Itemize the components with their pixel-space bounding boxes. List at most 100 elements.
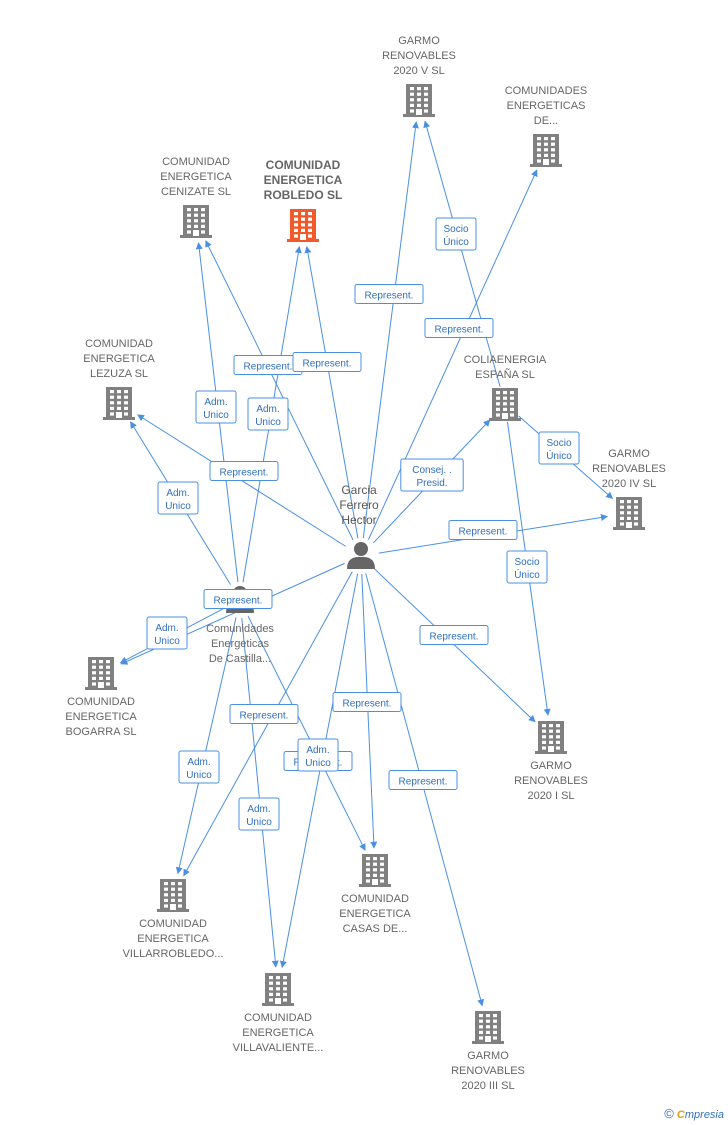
node-label: ENERGETICA <box>264 173 343 187</box>
edge-label-text: Represent. <box>240 711 289 722</box>
node-label: Comunidades <box>206 623 274 635</box>
edge-label-garcia-garmo3[interactable]: Represent. <box>388 770 458 790</box>
edge-label-text: Presid. <box>416 478 447 489</box>
node-villavaliente[interactable]: COMUNIDADENERGETICAVILLAVALIENTE... <box>233 973 324 1054</box>
edge-label-text: Represent. <box>343 699 392 710</box>
edge-label-text: Adm. <box>166 488 189 499</box>
edge-label-garcia-villarrobledo[interactable]: Represent. <box>229 704 299 724</box>
edge-castilla-villarrobledo <box>175 617 237 875</box>
node-label: ENERGETICAS <box>507 100 586 112</box>
node-comdem[interactable]: COMUNIDADES ENERGETICAS DE... <box>505 85 588 167</box>
person-name: Ferrero <box>339 498 379 512</box>
edge-label-text: Socio <box>443 224 468 235</box>
edge-label-garcia-robledo[interactable]: Represent. <box>292 352 362 372</box>
node-label: COMUNIDADES <box>505 85 588 97</box>
edge-label-garcia-coliaenergia[interactable]: Consej. . Presid. <box>400 458 464 492</box>
node-label: GARMO <box>530 760 572 772</box>
node-label: 2020 V SL <box>393 65 444 77</box>
edge-label-text: Represent. <box>303 359 352 370</box>
node-label: RENOVABLES <box>514 775 588 787</box>
edge-label-garcia-garmo1[interactable]: Represent. <box>419 625 489 645</box>
edge-label-text: Represent. <box>435 325 484 336</box>
building-icon <box>359 854 391 887</box>
edge-label-text: Unico <box>203 410 229 421</box>
edge-garcia-garmo5 <box>362 121 419 539</box>
edge-labels-layer: Represent. Represent. Represent. Represent.… <box>146 217 580 831</box>
node-label: LEZUZA SL <box>90 368 148 380</box>
node-label: CASAS DE... <box>343 923 408 935</box>
node-coliaenergia[interactable]: COLIAENERGIA ESPAÑA SL <box>464 354 547 421</box>
edge-garcia-robledo <box>304 245 359 539</box>
edge-label-garcia-garmo5[interactable]: Represent. <box>354 284 424 304</box>
edge-label-text: Consej. . <box>412 465 451 476</box>
edge-label-garcia-casas[interactable]: Represent. <box>332 692 402 712</box>
building-icon <box>103 387 135 420</box>
edge-label-text: Represent. <box>214 596 263 607</box>
node-label: DE... <box>534 115 558 127</box>
node-label: ENERGETICA <box>339 908 411 920</box>
node-label: COMUNIDAD <box>244 1012 312 1024</box>
building-icon <box>530 134 562 167</box>
node-label: COMUNIDAD <box>341 893 409 905</box>
edge-castilla-villavaliente <box>241 617 279 968</box>
edge-label-text: Único <box>514 568 540 581</box>
edge-label-castilla-villavaliente[interactable]: Adm.Unico <box>238 797 280 831</box>
edge-label-garcia-bogarra[interactable]: Represent. <box>203 589 273 609</box>
edge-label-text: Adm. <box>306 745 329 756</box>
edge-label-garcia-lezuza[interactable]: Represent. <box>209 461 279 481</box>
building-icon <box>85 657 117 690</box>
footer-brand[interactable]: © Cmpresia <box>664 1106 724 1121</box>
node-label: GARMO <box>398 35 440 47</box>
edge-garcia-garmo1 <box>373 568 536 723</box>
building-icon <box>613 497 645 530</box>
edge-label-castilla-casas[interactable]: Adm.Unico <box>297 738 339 772</box>
edge-label-castilla-lezuza[interactable]: Adm.Unico <box>157 481 199 515</box>
edge-label-text: Adm. <box>256 404 279 415</box>
edge-label-text: Represent. <box>399 777 448 788</box>
node-label: ENERGETICA <box>137 933 209 945</box>
edge-label-text: Unico <box>255 417 281 428</box>
edge-label-text: Adm. <box>155 623 178 634</box>
node-label: ENERGETICA <box>65 711 137 723</box>
node-label: ESPAÑA SL <box>475 368 535 381</box>
edge-label-text: Unico <box>154 636 180 647</box>
node-label: COLIAENERGIA <box>464 354 547 366</box>
node-bogarra[interactable]: COMUNIDAD ENERGETICA BOGARRA SL <box>65 657 137 738</box>
node-label: De Castilla... <box>209 653 271 665</box>
edge-label-castilla-villarrobledo[interactable]: Adm.Unico <box>178 750 220 784</box>
building-icon <box>403 84 435 117</box>
node-label: BOGARRA SL <box>66 726 137 738</box>
edge-coliaenergia-garmo5 <box>423 120 501 387</box>
edge-label-text: Unico <box>246 817 272 828</box>
edge-label-text: Adm. <box>204 397 227 408</box>
node-casas[interactable]: COMUNIDAD ENERGETICA CASAS DE... <box>339 854 411 935</box>
node-label: 2020 III SL <box>461 1080 514 1092</box>
edge-garcia-cenizate <box>205 240 354 541</box>
edge-label-garcia-cenizate[interactable]: Represent. <box>233 355 303 375</box>
edge-label-castilla-robledo[interactable]: Adm. Unico <box>247 397 289 431</box>
brand-name: mpresia <box>684 1109 724 1121</box>
node-label: COMUNIDAD <box>67 696 135 708</box>
edge-label-castilla-bogarra[interactable]: Adm. Unico <box>146 616 188 650</box>
person-name: Hector <box>341 513 376 527</box>
edge-label-garcia-garmo4[interactable]: Represent. <box>448 520 518 540</box>
building-icon <box>180 205 212 238</box>
node-villarrobledo[interactable]: COMUNIDADENERGETICAVILLARROBLEDO... <box>123 879 224 960</box>
edge-label-text: Adm. <box>187 757 210 768</box>
edge-label-garcia-comdem[interactable]: Represent. <box>424 318 494 338</box>
edge-label-text: Represent. <box>244 362 293 373</box>
edge-label-castilla-cenizate[interactable]: Adm. Unico <box>195 390 237 424</box>
